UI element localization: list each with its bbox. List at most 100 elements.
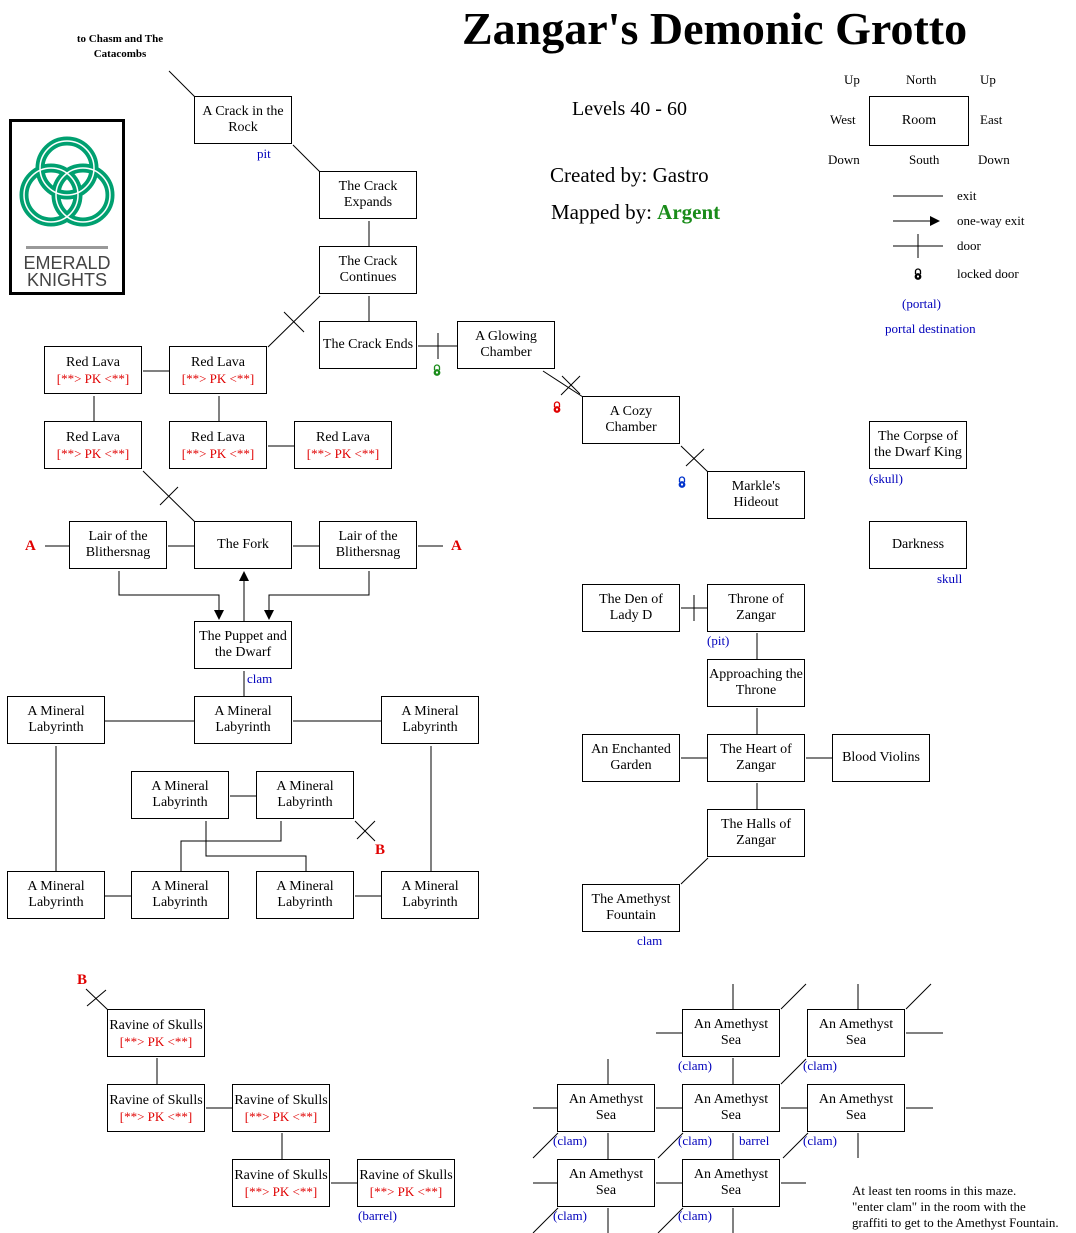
door-mark	[356, 820, 376, 840]
room-label: Red Lava	[65, 429, 121, 445]
annotation-clam-portal: (clam)	[678, 1058, 712, 1073]
door-mark	[283, 311, 305, 333]
room-mineral-labyrinth: A Mineral Labyrinth	[381, 871, 479, 919]
pk-warning: [**> PK <**]	[119, 1108, 193, 1124]
room-label: A Mineral Labyrinth	[401, 879, 459, 910]
pk-warning: [**> PK <**]	[119, 1033, 193, 1049]
room-amethyst-fountain: The Amethyst Fountain	[582, 884, 680, 932]
annotation-clam-portal: (clam)	[553, 1133, 587, 1148]
room-mineral-labyrinth: A Mineral Labyrinth	[256, 871, 354, 919]
exit-line	[680, 857, 709, 885]
room-label: An Amethyst Sea	[818, 1017, 894, 1048]
room-red-lava: Red Lava[**> PK <**]	[44, 421, 142, 469]
room-amethyst-sea: An Amethyst Sea	[682, 1009, 780, 1057]
exit-line	[532, 1207, 559, 1233]
room-lair-of-the-blithersnag: Lair of the Blithersnag	[319, 521, 417, 569]
room-label: A Mineral Labyrinth	[151, 779, 209, 810]
room-ravine-of-skulls: Ravine of Skulls[**> PK <**]	[357, 1159, 455, 1207]
door-mark	[685, 448, 705, 467]
room-label: The Crack Ends	[322, 337, 414, 352]
logo-word-2: KNIGHTS	[26, 270, 107, 290]
room-halls-of-zangar: The Halls of Zangar	[707, 809, 805, 857]
legend-room-label: Room	[901, 113, 937, 128]
maze-note-line: At least ten rooms in this maze.	[852, 1183, 1017, 1198]
room-red-lava: Red Lava[**> PK <**]	[44, 346, 142, 394]
exit-line	[532, 1132, 559, 1159]
legend-exit-label: exit	[957, 188, 977, 203]
mapper-name: Argent	[657, 200, 721, 224]
room-label: The Heart of Zangar	[720, 742, 792, 773]
room-amethyst-sea: An Amethyst Sea	[682, 1159, 780, 1207]
pk-warning: [**> PK <**]	[56, 370, 130, 386]
annotation-clam-portal: (clam)	[553, 1208, 587, 1223]
room-label: The Fork	[217, 537, 269, 552]
room-label: Markle's Hideout	[731, 479, 781, 510]
room-amethyst-sea: An Amethyst Sea	[807, 1009, 905, 1057]
legend-room: Room	[869, 96, 969, 146]
door-mark	[86, 989, 107, 1007]
locked-door-icon	[433, 364, 441, 376]
legend-north: North	[906, 72, 937, 87]
emerald-knights-logo: EMERALD KNIGHTS	[9, 119, 125, 295]
exit-line	[780, 983, 807, 1010]
locked-door-icon	[553, 401, 561, 413]
room-label: The Puppet and the Dwarf	[199, 629, 287, 660]
created-by: Created by: Gastro	[550, 163, 709, 187]
room-label: An Amethyst Sea	[693, 1092, 769, 1123]
exit-line	[180, 821, 282, 872]
annotation-skull: skull	[937, 571, 963, 586]
room-mineral-labyrinth: A Mineral Labyrinth	[131, 871, 229, 919]
exit-line	[205, 821, 307, 872]
room-label: Lair of the Blithersnag	[335, 529, 401, 560]
room-label: Darkness	[891, 537, 945, 552]
exit-line	[905, 983, 932, 1010]
room-label: An Enchanted Garden	[591, 742, 671, 773]
room-lair-of-the-blithersnag: Lair of the Blithersnag	[69, 521, 167, 569]
locked-door-icon	[678, 476, 686, 488]
legend-down-right: Down	[978, 152, 1010, 167]
room-label: An Amethyst Sea	[568, 1167, 644, 1198]
marker-b-ravine: B	[77, 972, 88, 988]
legend-west: West	[830, 112, 856, 127]
room-ravine-of-skulls: Ravine of Skulls[**> PK <**]	[232, 1159, 330, 1207]
room-markles-hideout: Markle's Hideout	[707, 471, 805, 519]
room-label: A Mineral Labyrinth	[401, 704, 459, 735]
room-label: Red Lava	[190, 354, 246, 370]
room-label: Ravine of Skulls	[109, 1017, 203, 1033]
annotation-barrel: barrel	[739, 1133, 770, 1148]
maze-note-line: "enter clam" in the room with the	[852, 1199, 1026, 1214]
room-label: A Mineral Labyrinth	[27, 704, 85, 735]
room-label: Red Lava	[65, 354, 121, 370]
room-label: A Mineral Labyrinth	[276, 879, 334, 910]
room-amethyst-sea: An Amethyst Sea	[682, 1084, 780, 1132]
triquetra-icon	[19, 136, 115, 227]
room-mineral-labyrinth: A Mineral Labyrinth	[256, 771, 354, 819]
room-ravine-of-skulls: Ravine of Skulls[**> PK <**]	[232, 1084, 330, 1132]
room-label: Ravine of Skulls	[234, 1167, 328, 1183]
room-corpse-of-the-dwarf-king: The Corpse of the Dwarf King	[869, 421, 967, 469]
room-label: Ravine of Skulls	[359, 1167, 453, 1183]
maze-note: At least ten rooms in this maze. "enter …	[852, 1183, 1059, 1231]
room-heart-of-zangar: The Heart of Zangar	[707, 734, 805, 782]
annotation-pit-portal: (pit)	[707, 633, 730, 648]
annotation-skull-portal: (skull)	[869, 471, 903, 486]
room-ravine-of-skulls: Ravine of Skulls[**> PK <**]	[107, 1084, 205, 1132]
one-way-exit	[264, 571, 370, 620]
mapped-by-label: Mapped by:	[551, 200, 652, 224]
room-label: An Amethyst Sea	[568, 1092, 644, 1123]
exit-line	[782, 1132, 809, 1159]
exit-line	[680, 445, 709, 473]
room-blood-violins: Blood Violins	[832, 734, 930, 782]
room-den-of-lady-d: The Den of Lady D	[582, 584, 680, 632]
pk-warning: [**> PK <**]	[244, 1183, 318, 1199]
door-mark	[159, 486, 179, 506]
room-label: A Mineral Labyrinth	[151, 879, 209, 910]
room-label: The Den of Lady D	[599, 592, 663, 623]
door-mark	[560, 375, 581, 396]
annotation-clam-portal: (clam)	[678, 1133, 712, 1148]
room-label: Red Lava	[315, 429, 371, 445]
room-amethyst-sea: An Amethyst Sea	[557, 1084, 655, 1132]
room-label: The Crack Continues	[338, 254, 398, 285]
logo-divider	[26, 246, 108, 249]
